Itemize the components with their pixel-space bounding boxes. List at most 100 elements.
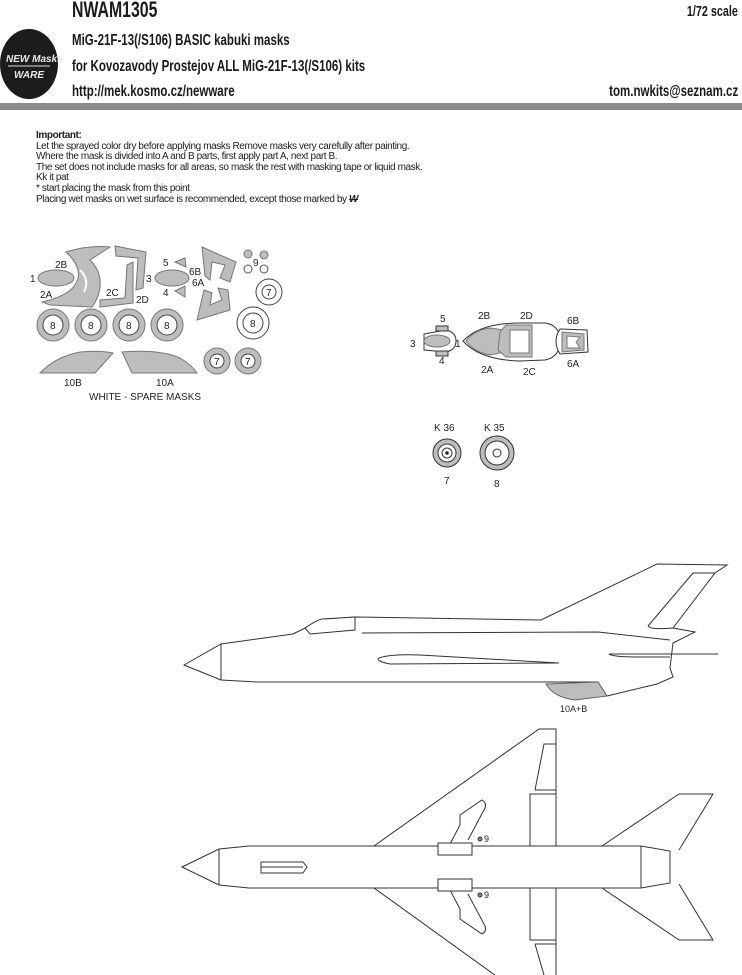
mask-2c-2d [99,245,147,308]
ventral-mask-10ab [545,681,608,701]
aircraft-side-view: 10A+B [182,563,729,714]
note-line: * start placing the mask from this point [36,182,190,194]
pos-label-3: 3 [410,339,416,350]
pos-label-4: 4 [439,356,445,367]
mask-4 [173,285,186,298]
label-9: 9 [253,258,259,269]
exhaust-probe [608,653,718,658]
mask-10a [121,350,198,374]
label-1: 1 [30,274,36,285]
pos-label-2c: 2C [523,367,536,378]
wheel-mask-8: 8 [494,479,500,490]
pylon-upper [449,799,487,845]
strake [377,654,560,665]
instructions: Important: Let the sprayed color dry bef… [36,130,423,205]
spine-line [361,631,671,641]
mask-5-pos [435,325,449,332]
website-link[interactable]: http://mek.kosmo.cz/newware [72,83,235,100]
label-5: 5 [163,258,169,269]
label-10b: 10B [64,378,82,389]
windscreen-mask [423,334,451,348]
label-2a: 2A [40,290,53,301]
label-4: 4 [163,288,169,299]
label-6b: 6B [189,267,202,278]
mask-2a-2b [40,246,112,308]
mask-2b-inner [79,269,88,293]
wheel-mask-label: 8 [126,321,132,332]
label-2d: 2D [136,295,149,306]
header-divider [0,103,742,110]
title-line-1: MiG-21F-13(/S106) BASIC kabuki masks [72,32,290,49]
pos-label-2d: 2D [520,311,533,322]
pos-label-6a: 6A [567,359,580,370]
mask-9 [259,250,269,260]
fuselage-side [182,563,729,697]
wing-upper [373,728,557,847]
canopy-frame-mask [497,324,533,358]
tailplane-upper [601,793,714,851]
aircraft-top-view: 9 9 [180,728,714,975]
label-9-lower: 9 [484,890,489,900]
wheel-mask-label: 8 [50,321,56,332]
wheel-mask-center [240,353,256,369]
notes-heading: Important: [36,130,82,141]
fin-rudder-line [647,572,715,630]
wheel-mask-label: 8 [164,321,170,332]
canopy-diagram: 5 3 1 4 2B 2D 6B 2A 2C 6A [410,311,589,378]
mask-5 [173,257,187,268]
mask-4-pos [435,350,449,357]
label-10ab: 10A+B [560,704,587,714]
wheel-mask-center [209,353,225,369]
mask-9-spare [243,264,253,274]
pos-label-2a: 2A [481,365,494,376]
canopy-side [304,616,356,635]
cockpit-marker [260,861,308,874]
fuselage-top [180,845,671,889]
label-3: 3 [146,274,152,285]
wheel-part-k35: K 35 [484,423,505,434]
mask-9-spare [259,264,269,274]
rear-canopy-mask [561,331,585,353]
wheel-diagram: K 36 7 K 35 8 [432,423,515,490]
pylon-lower [449,889,487,935]
email-link[interactable]: tom.nwkits@seznam.cz [608,83,738,100]
mask-9-position [477,836,483,842]
wheel-mask-center [42,314,64,336]
wheel-mask-label: 7 [266,288,272,299]
wheel-mask-center [156,314,178,336]
pylon-mount-lower [437,878,473,892]
title-line-2: for Kovozavody Prostejov ALL MiG-21F-13(… [72,58,366,75]
note-line: Kk it pat [36,172,69,184]
flap-upper [529,743,556,846]
wheel-mask-center [261,284,277,300]
spare-masks-caption: WHITE - SPARE MASKS [89,392,201,403]
pos-label-1: 1 [455,339,461,350]
note-line: The set does not include masks for all a… [36,161,423,173]
note-line: Where the mask is divided into A and B p… [36,151,338,163]
wheel-mask-label: 8 [88,321,94,332]
pos-label-6b: 6B [567,316,580,327]
wheel-mask-label: 8 [250,319,256,330]
mask-10b [38,350,114,374]
product-code: NWAM1305 [72,0,158,22]
pos-label-2b: 2B [478,311,491,322]
mask-3 [154,269,190,287]
pos-label-5: 5 [440,314,446,325]
mask-1 [37,269,75,287]
wheel-mask-center [242,312,264,334]
note-line: Placing wet masks on wet surface is reco… [36,193,359,205]
label-10a: 10A [156,378,174,389]
mask-9-position [477,892,483,898]
tailplane-lower [601,883,714,941]
wheel-mask-label: 7 [214,357,220,368]
label-6a: 6A [192,278,205,289]
wing-lower [373,887,557,975]
mask-9 [243,249,253,259]
wheel-mask-center [80,314,102,336]
scale-label: 1/72 scale [686,3,738,20]
wheel-mask-center [118,314,140,336]
dry-mask-symbol-icon: W [349,193,359,205]
wheel-part-k36: K 36 [434,423,455,434]
